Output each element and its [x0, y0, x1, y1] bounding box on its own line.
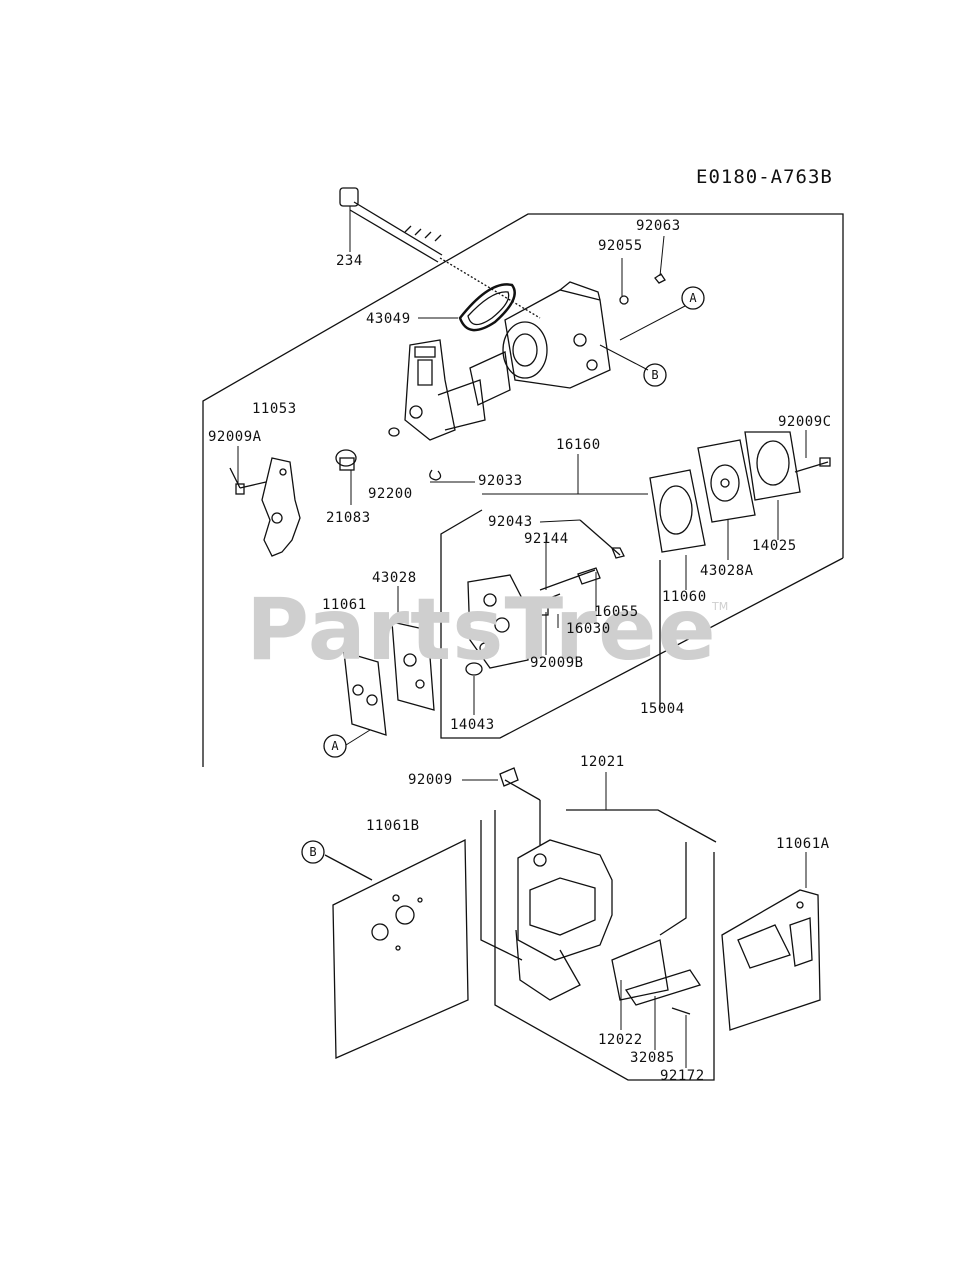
- part-label: 14025: [752, 538, 797, 554]
- part-label: 11061: [322, 597, 367, 613]
- part-label: 12022: [598, 1032, 643, 1048]
- part-label: 92063: [636, 218, 681, 234]
- intake-frame: [480, 809, 717, 1081]
- part-label: 32085: [630, 1050, 675, 1066]
- ref-circle-b-top: [643, 363, 667, 387]
- gasket-11061A-icon: [721, 889, 821, 1031]
- part-label: 14043: [450, 717, 495, 733]
- assembly-frame: [202, 213, 844, 767]
- ref-circle-a-top: [681, 286, 705, 310]
- watermark: PartsTree: [246, 580, 717, 680]
- ref-circle-a-bottom: [323, 734, 347, 758]
- part-label: 92009C: [778, 414, 832, 430]
- intake-body-12021-icon: [499, 767, 613, 1001]
- ref-b-top: B: [651, 368, 659, 382]
- part-label: 16160: [556, 437, 601, 453]
- ref-b-bottom: B: [309, 845, 317, 859]
- gasket-11061-icon: [343, 621, 435, 736]
- choke-assembly-icon: [404, 339, 486, 441]
- part-label: 92009B: [530, 655, 584, 671]
- part-label: 92144: [524, 531, 569, 547]
- plate-12022-icon: [611, 939, 702, 1015]
- carburetor-body-icon: [469, 281, 611, 406]
- part-label: 11060: [662, 589, 707, 605]
- fitting-92055-icon: [619, 295, 629, 305]
- screw-92009B-icon: [537, 604, 549, 616]
- ref-a-top: A: [689, 291, 697, 305]
- diagram-code: E0180-A763B: [696, 166, 833, 188]
- part-label: 92055: [598, 238, 643, 254]
- part-label: 92033: [478, 473, 523, 489]
- leader-lines: [237, 206, 807, 1068]
- ref-a-bottom: A: [331, 739, 339, 753]
- gasket-11061B-icon: [324, 838, 469, 1059]
- clip-92033-icon: [429, 469, 442, 481]
- gasket-43049-icon: [458, 283, 516, 332]
- washer-icon: [388, 427, 400, 437]
- fitting-92063-icon: [654, 273, 666, 284]
- diaphragm-stack-icon: [649, 431, 831, 553]
- watermark-tm: TM: [712, 600, 729, 613]
- part-label: 92200: [368, 486, 413, 502]
- part-label: 92009A: [208, 429, 262, 445]
- part-label: 234: [336, 253, 363, 269]
- cap-14043-icon: [465, 662, 483, 676]
- part-label: 43049: [366, 311, 411, 327]
- part-label: 11061A: [776, 836, 830, 852]
- lever-11053-icon: [229, 457, 301, 557]
- part-label: 92043: [488, 514, 533, 530]
- part-label: 15004: [640, 701, 685, 717]
- part-label: 11053: [252, 401, 297, 417]
- part-label: 43028A: [700, 563, 754, 579]
- part-label: 92009: [408, 772, 453, 788]
- ref-circle-b-bottom: [301, 840, 325, 864]
- part-label: 21083: [326, 510, 371, 526]
- part-label: 16030: [566, 621, 611, 637]
- bolt-234-icon: [339, 187, 541, 319]
- part-label: 43028: [372, 570, 417, 586]
- part-label: 12021: [580, 754, 625, 770]
- plug-21083-icon: [335, 449, 357, 471]
- part-label: 16055: [594, 604, 639, 620]
- part-label: 92172: [660, 1068, 705, 1084]
- carburetor-lower-body-icon: [467, 519, 625, 669]
- part-label: 11061B: [366, 818, 420, 834]
